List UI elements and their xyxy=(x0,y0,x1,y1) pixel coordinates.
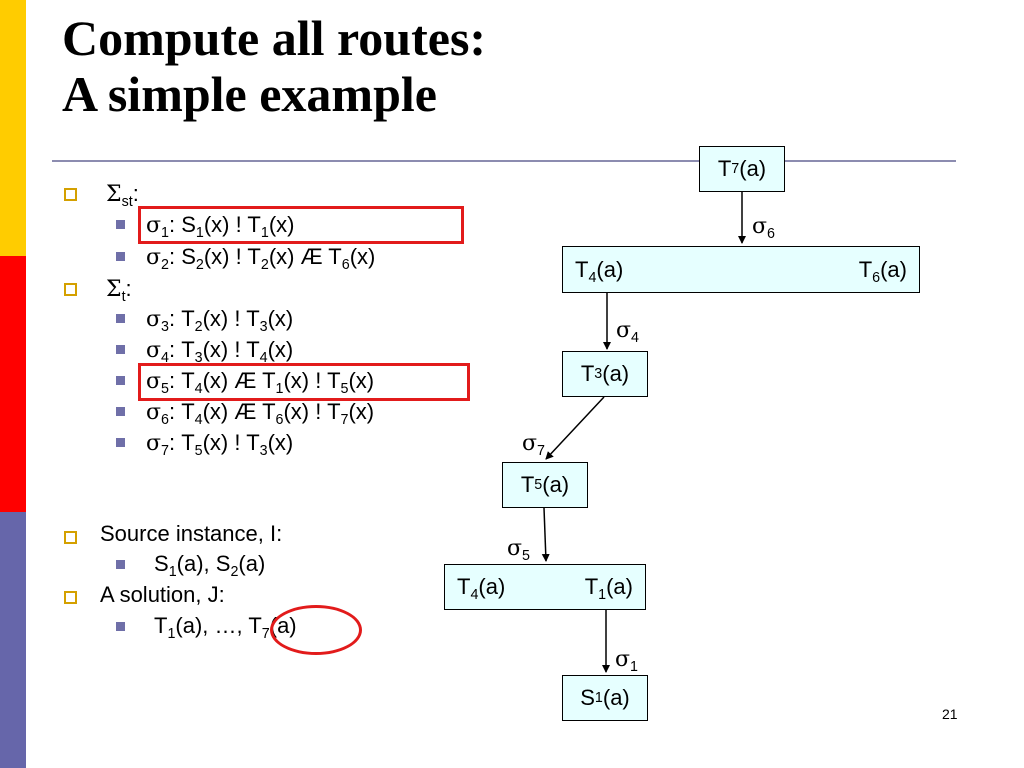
edge-label-sigma7: σ7 xyxy=(522,431,545,459)
rule-sigma7: σ7: T5(x) ! T3(x) xyxy=(146,430,294,459)
hollow-bullet-icon xyxy=(64,531,77,544)
title-line-2: A simple example xyxy=(62,66,437,122)
square-bullet-icon xyxy=(116,252,125,261)
rule-sigma2: σ2: S2(x) ! T2(x) Æ T6(x) xyxy=(146,244,376,273)
solution-label: A solution, J: xyxy=(100,582,225,607)
rule-sigma3: σ3: T2(x) ! T3(x) xyxy=(146,306,294,335)
arrow-sigma5 xyxy=(541,507,550,562)
node-t1-label: T1(a) xyxy=(584,574,633,603)
highlight-circle-t7 xyxy=(270,605,362,655)
edge-label-sigma1: σ1 xyxy=(615,647,638,675)
square-bullet-icon xyxy=(116,560,125,569)
node-t4-label: T4(a) xyxy=(575,256,624,286)
rule-sigma1: σ1: S1(x) ! T1(x) xyxy=(146,212,295,241)
side-stripe-red xyxy=(0,256,26,512)
title-divider xyxy=(52,160,956,162)
arrow-sigma7 xyxy=(545,396,605,460)
square-bullet-icon xyxy=(116,345,125,354)
sigma-t-heading: Σt: xyxy=(106,276,132,305)
rule-sigma6: σ6: T4(x) Æ T6(x) ! T7(x) xyxy=(146,399,375,428)
hollow-bullet-icon xyxy=(64,283,77,296)
page-number: 21 xyxy=(942,706,958,722)
rule-sigma5: σ5: T4(x) Æ T1(x) ! T5(x) xyxy=(146,368,375,397)
hollow-bullet-icon xyxy=(64,188,77,201)
square-bullet-icon xyxy=(116,438,125,447)
edge-label-sigma6: σ6 xyxy=(752,214,775,242)
square-bullet-icon xyxy=(116,220,125,229)
source-instance-label: Source instance, I: xyxy=(100,521,283,546)
slide-title: Compute all routes: A simple example xyxy=(62,10,486,122)
side-stripe-purple xyxy=(0,512,26,768)
edge-label-sigma4: σ4 xyxy=(616,318,639,346)
source-instance-value: S1(a), S2(a) xyxy=(154,551,266,580)
node-t6-label: T6(a) xyxy=(858,256,907,286)
square-bullet-icon xyxy=(116,407,125,416)
side-stripe-yellow xyxy=(0,0,26,256)
sigma-st-heading: Σst: xyxy=(106,181,139,210)
node-t4-t6: T4(a) T6(a) xyxy=(562,246,920,293)
square-bullet-icon xyxy=(116,314,125,323)
square-bullet-icon xyxy=(116,376,125,385)
title-line-1: Compute all routes: xyxy=(62,10,487,66)
edge-label-sigma5: σ5 xyxy=(507,536,530,564)
square-bullet-icon xyxy=(116,622,125,631)
highlight-box-sigma1 xyxy=(138,206,464,244)
rule-sigma4: σ4: T3(x) ! T4(x) xyxy=(146,337,294,366)
node-t4-t1: T4(a) T1(a) xyxy=(444,564,646,610)
highlight-box-sigma5 xyxy=(138,363,470,401)
hollow-bullet-icon xyxy=(64,591,77,604)
node-t4-label: T4(a) xyxy=(457,574,506,603)
